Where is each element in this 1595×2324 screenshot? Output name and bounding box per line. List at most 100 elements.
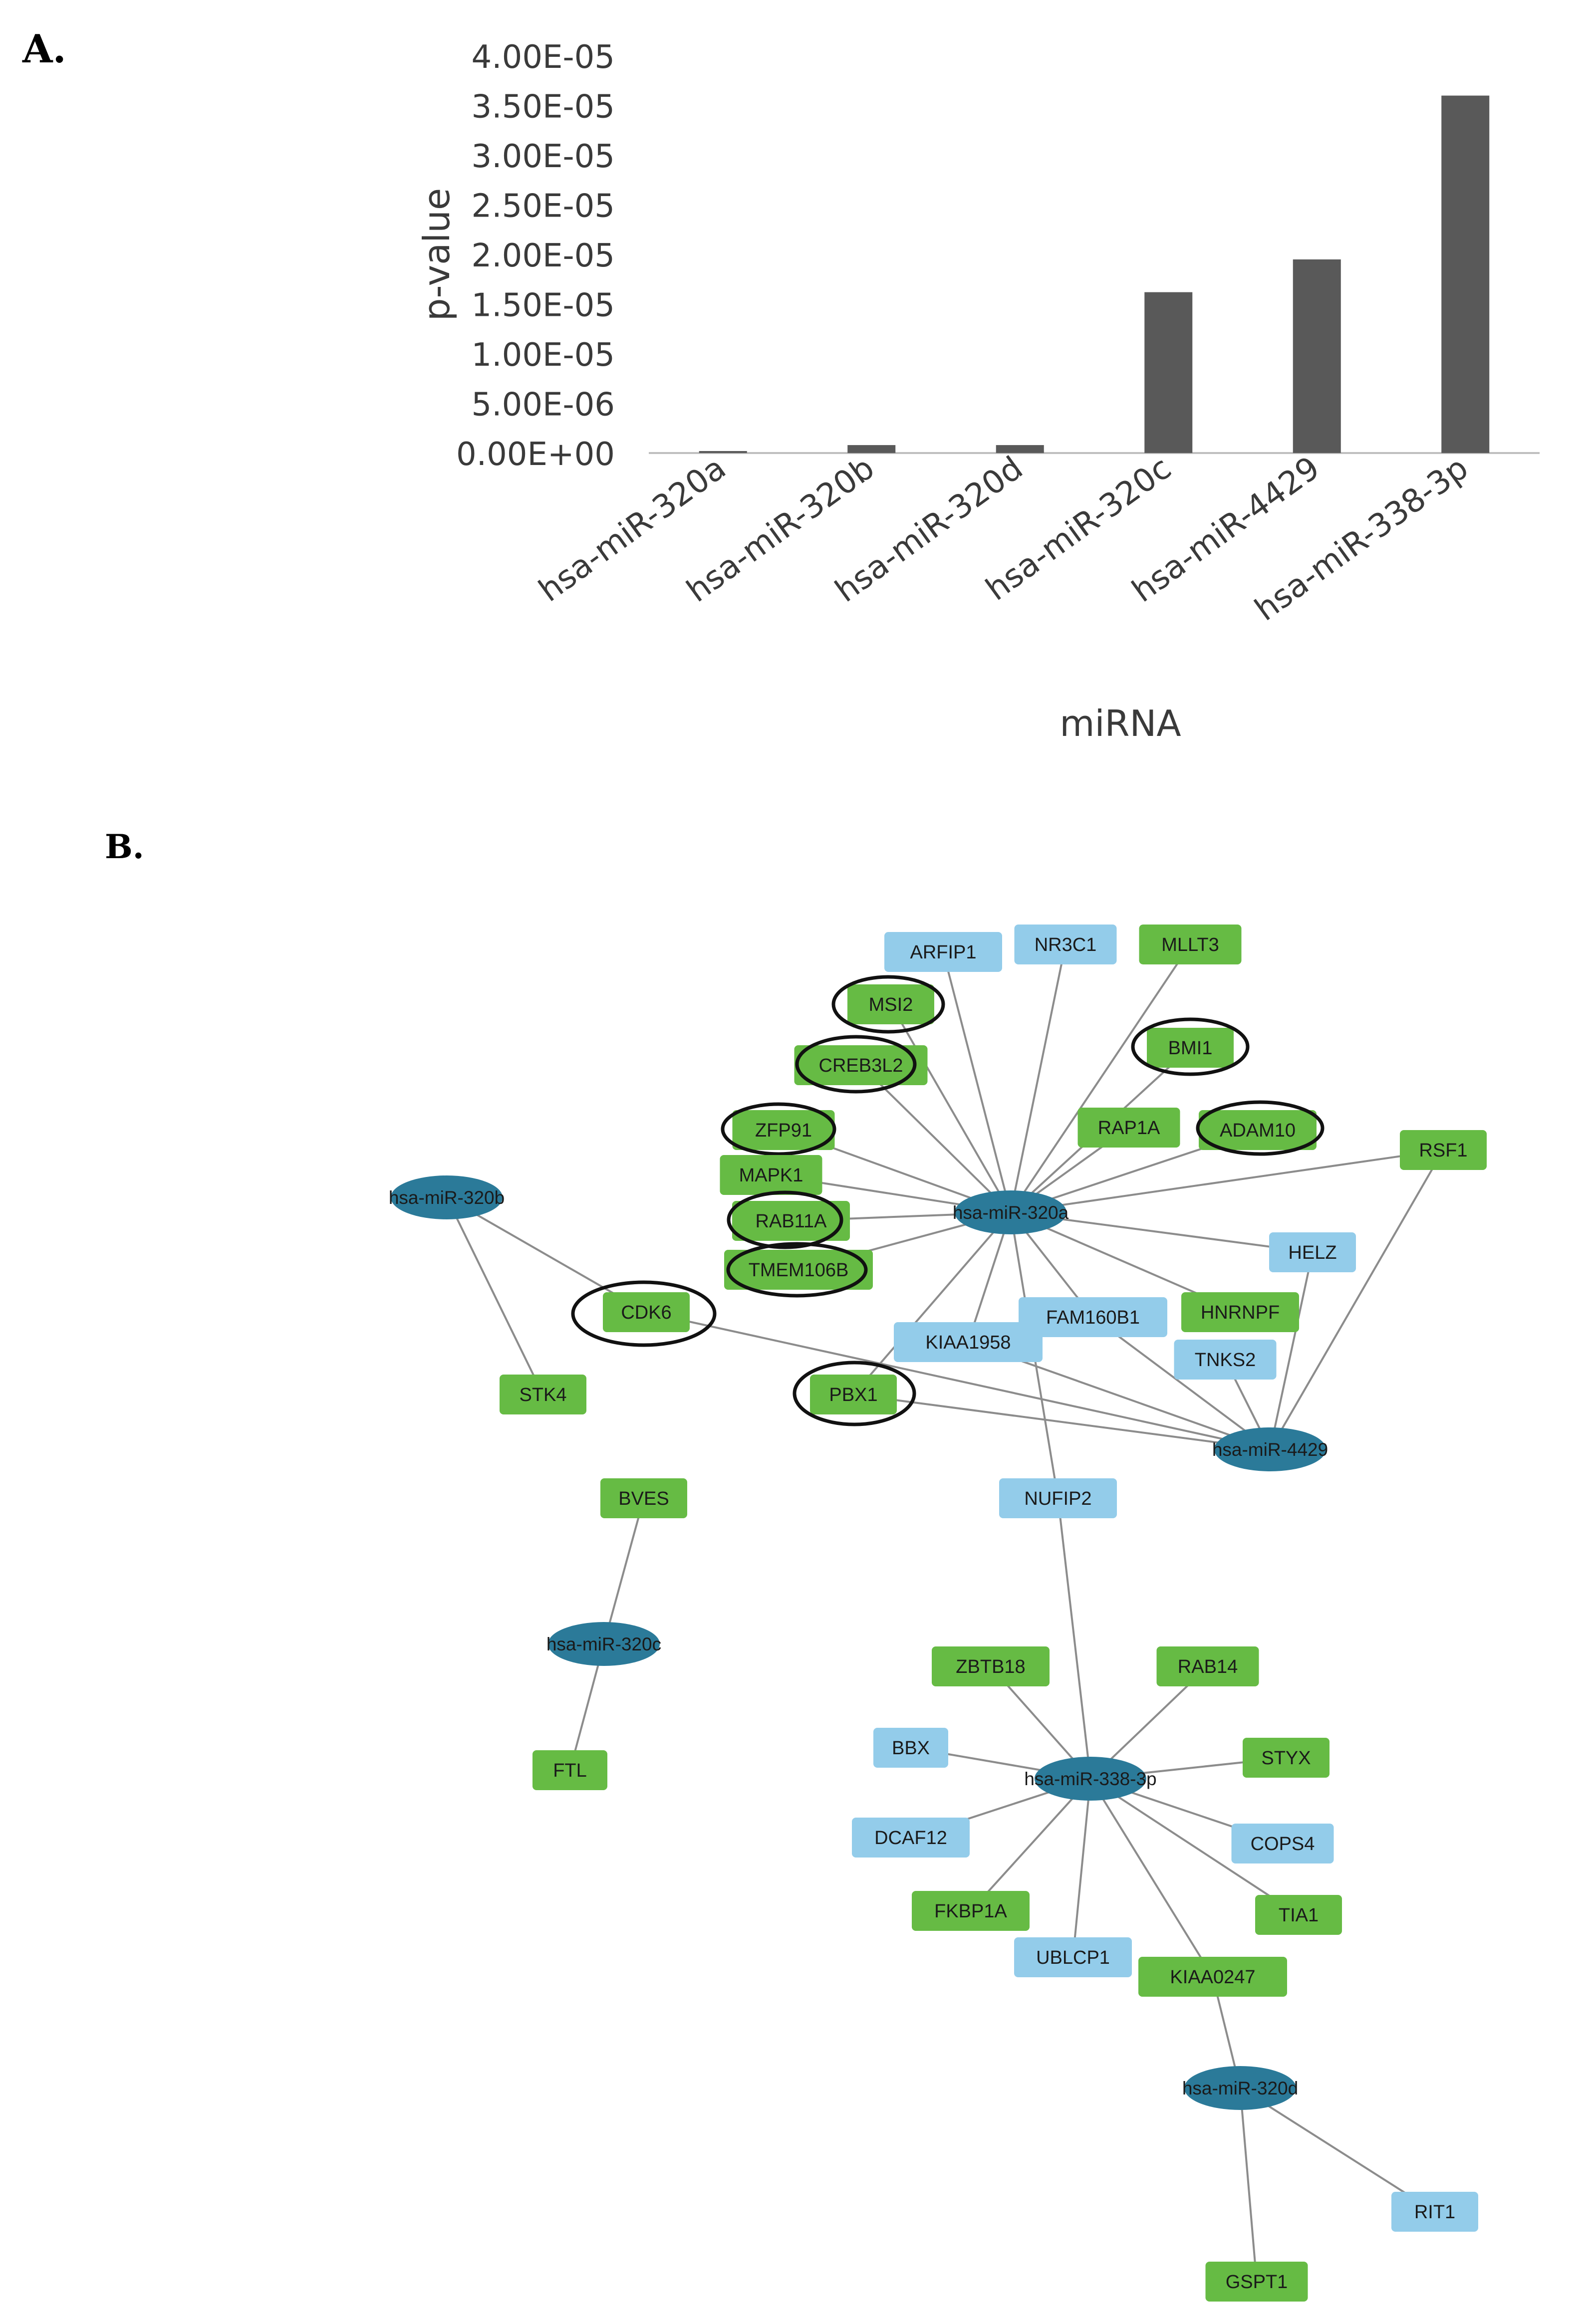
gene-node-label: MAPK1: [739, 1165, 803, 1186]
gene-node-nr3c1: NR3C1: [1014, 925, 1117, 964]
y-tick-label: 2.50E-05: [472, 188, 615, 225]
gene-node-ftl: FTL: [532, 1750, 607, 1790]
gene-node-tia1: TIA1: [1255, 1895, 1342, 1935]
gene-node-label: FKBP1A: [934, 1901, 1007, 1922]
gene-node-bmi1: BMI1: [1131, 1017, 1250, 1076]
y-tick-label: 3.50E-05: [472, 89, 615, 126]
gene-node-box: [603, 1292, 690, 1332]
gene-node-label: GSPT1: [1226, 2272, 1288, 2293]
gene-node-label: MSI2: [869, 994, 913, 1015]
gene-node-box: [1138, 1957, 1287, 1997]
gene-node-label: DCAF12: [874, 1828, 947, 1849]
mirna-node-ellipse: [391, 1175, 503, 1219]
gene-node-gspt1: GSPT1: [1205, 2262, 1308, 2302]
edge-hsa-mir-338-3p-tia1: [1089, 1778, 1300, 1916]
gene-node-box: [873, 1728, 948, 1768]
gene-node-box: [884, 932, 1002, 972]
gene-node-label: STK4: [519, 1385, 566, 1405]
gene-node-box: [999, 1478, 1117, 1518]
gene-node-bbx: BBX: [873, 1728, 948, 1768]
gene-node-label: KIAA1958: [925, 1332, 1011, 1353]
y-axis-label: p-value: [416, 188, 458, 321]
gene-node-label: HELZ: [1288, 1242, 1336, 1263]
x-axis-label: miRNA: [1060, 702, 1181, 744]
bar-hsa-mir-4429: [1293, 259, 1341, 453]
edge-hsa-mir-320a-pbx1: [852, 1211, 1012, 1395]
gene-node-box: [724, 1250, 873, 1290]
y-tick-label: 0.00E+00: [456, 436, 615, 473]
gene-node-label: MLLT3: [1161, 934, 1219, 955]
gene-node-label: ZBTB18: [956, 1656, 1025, 1677]
gene-node-box: [1147, 1028, 1234, 1068]
gene-node-box: [1400, 1130, 1487, 1170]
mirna-node-hsa-mir-320c: hsa-miR-320c: [546, 1622, 661, 1666]
mirna-node-ellipse: [1184, 2066, 1296, 2110]
y-tick-label: 3.00E-05: [472, 138, 615, 175]
gene-node-box: [1205, 2262, 1308, 2302]
gene-node-rit1: RIT1: [1391, 2192, 1478, 2232]
highlight-ring: [831, 975, 945, 1034]
gene-node-label: COPS4: [1251, 1834, 1315, 1855]
panel-label-b: B.: [105, 827, 144, 866]
edge-hsa-mir-320a-msi2: [890, 1004, 1012, 1213]
gene-node-pbx1: PBX1: [793, 1361, 916, 1426]
gene-node-label: BMI1: [1168, 1038, 1213, 1059]
edge-hsa-mir-320a-rsf1: [1010, 1149, 1444, 1213]
edge-hsa-mir-320b-stk4: [446, 1197, 544, 1395]
gene-node-label: ZFP91: [755, 1120, 812, 1141]
edge-hsa-mir-4429-helz: [1269, 1252, 1314, 1450]
bar-hsa-mir-320a: [699, 451, 747, 453]
gene-node-box: [600, 1478, 687, 1518]
edge-hsa-mir-338-3p-nufip2: [1057, 1498, 1091, 1779]
gene-node-label: ARFIP1: [910, 942, 976, 963]
gene-node-msi2: MSI2: [831, 975, 945, 1034]
y-tick-label: 1.00E-05: [472, 337, 615, 374]
mirna-node-label: hsa-miR-320c: [546, 1634, 661, 1654]
gene-node-label: RAB11A: [756, 1211, 827, 1232]
edge-hsa-mir-4429-cdk6: [646, 1311, 1271, 1450]
mirna-node-label: hsa-miR-320b: [389, 1187, 505, 1208]
mirna-node-hsa-mir-4429: hsa-miR-4429: [1212, 1427, 1328, 1471]
y-tick-label: 1.50E-05: [472, 287, 615, 324]
edge-hsa-mir-320a-arfip1: [942, 951, 1012, 1213]
gene-node-label: CREB3L2: [819, 1055, 903, 1076]
gene-node-nufip2: NUFIP2: [999, 1478, 1117, 1518]
mirna-node-hsa-mir-338-3p: hsa-miR-338-3p: [1024, 1757, 1157, 1801]
edge-hsa-mir-338-3p-kiaa0247: [1089, 1778, 1214, 1978]
edge-hsa-mir-320d-rit1: [1239, 2087, 1436, 2213]
gene-node-dcaf12: DCAF12: [852, 1818, 970, 1858]
y-tick-label: 2.00E-05: [472, 237, 615, 274]
mirna-node-label: hsa-miR-320d: [1182, 2078, 1298, 2098]
gene-node-label: RAB14: [1178, 1656, 1238, 1677]
gene-node-box: [932, 1646, 1050, 1686]
edge-hsa-mir-4429-fam160b1: [1092, 1316, 1271, 1450]
gene-node-label: NUFIP2: [1024, 1488, 1091, 1509]
gene-node-box: [810, 1375, 897, 1414]
gene-node-cops4: COPS4: [1231, 1824, 1334, 1863]
gene-node-box: [1255, 1895, 1342, 1935]
gene-node-label: BVES: [618, 1488, 669, 1509]
gene-node-bves: BVES: [600, 1478, 687, 1518]
edge-hsa-mir-320c-bves: [603, 1498, 645, 1644]
gene-node-box: [1269, 1232, 1356, 1272]
mirna-node-label: hsa-miR-4429: [1212, 1439, 1328, 1460]
gene-node-rab11a: RAB11A: [727, 1190, 850, 1249]
gene-node-box: [847, 984, 934, 1024]
mirna-node-label: hsa-miR-338-3p: [1024, 1769, 1156, 1789]
highlight-ring: [795, 1035, 917, 1094]
gene-node-fam160b1: FAM160B1: [1019, 1297, 1167, 1337]
gene-node-box: [732, 1201, 850, 1241]
gene-node-label: RAP1A: [1098, 1118, 1160, 1139]
gene-node-label: UBLCP1: [1036, 1947, 1110, 1968]
gene-node-box: [720, 1155, 822, 1195]
gene-node-adam10: ADAM10: [1196, 1100, 1325, 1156]
gene-node-tmem106b: TMEM106B: [724, 1242, 873, 1298]
bar-chart: 0.00E+005.00E-061.00E-051.50E-052.00E-05…: [416, 39, 1540, 744]
mirna-node-ellipse: [955, 1190, 1066, 1234]
gene-node-label: FTL: [553, 1760, 587, 1781]
gene-node-arfip1: ARFIP1: [884, 932, 1002, 972]
gene-node-label: CDK6: [621, 1302, 671, 1323]
mirna-node-ellipse: [1214, 1427, 1326, 1471]
gene-node-box: [1391, 2192, 1478, 2232]
